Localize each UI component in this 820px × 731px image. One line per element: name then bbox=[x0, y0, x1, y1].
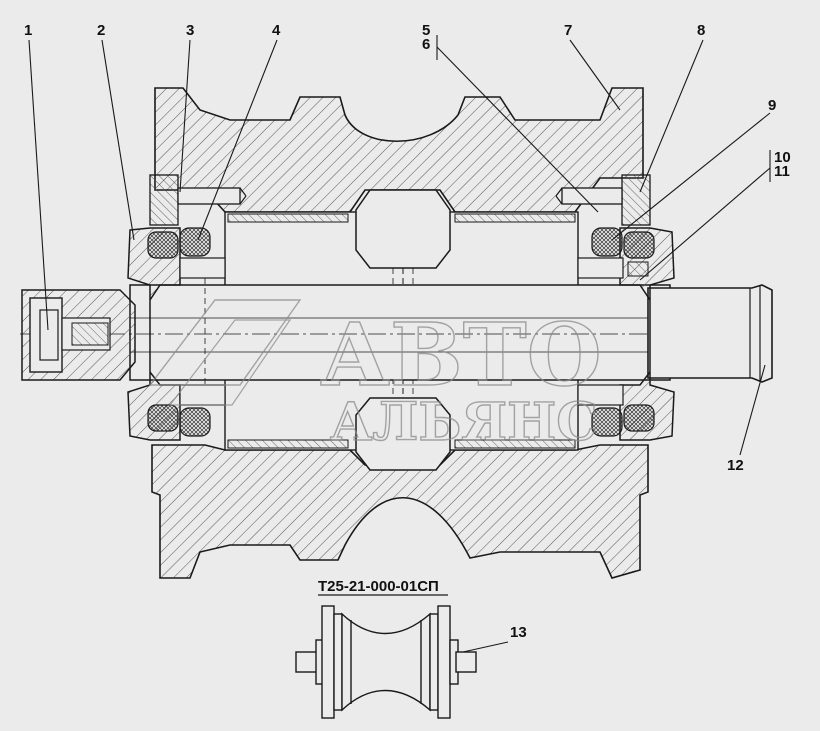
right-shaft-part-12 bbox=[647, 284, 773, 383]
seal-part-9-lower bbox=[591, 407, 623, 437]
callout-10: 10 bbox=[774, 149, 791, 166]
bolt-part-8 bbox=[561, 187, 623, 205]
roller-side-view bbox=[295, 605, 477, 719]
callout-11: 11 bbox=[774, 163, 790, 180]
bolt-part-3 bbox=[177, 187, 241, 205]
watermark: АВТО АЛЬЯНС bbox=[148, 299, 602, 454]
center-collar-upper bbox=[355, 189, 451, 269]
left-flange bbox=[149, 174, 179, 226]
seal-part-4-lower bbox=[179, 407, 211, 437]
axle-shaft bbox=[129, 284, 671, 381]
subassembly-caption: Т25-21-000-01СП bbox=[318, 578, 439, 595]
right-flange bbox=[621, 174, 651, 226]
callout-9: 9 bbox=[768, 97, 776, 114]
callout-2: 2 bbox=[97, 22, 105, 39]
center-collar-lower bbox=[355, 397, 451, 471]
callout-1: 1 bbox=[24, 22, 32, 39]
roller-body-lower bbox=[151, 444, 649, 579]
watermark-line-1: АВТО bbox=[320, 305, 602, 406]
callout-12: 12 bbox=[727, 457, 744, 474]
callout-7: 7 bbox=[564, 22, 572, 39]
callout-6: 6 bbox=[422, 36, 430, 53]
callout-5: 5 bbox=[422, 22, 430, 39]
seal-part-9-upper bbox=[591, 227, 623, 257]
watermark-line-2: АЛЬЯНС bbox=[330, 392, 598, 453]
callout-4: 4 bbox=[272, 22, 281, 39]
callout-3: 3 bbox=[186, 22, 194, 39]
roller-body-upper bbox=[154, 87, 644, 213]
leader-lines bbox=[28, 35, 771, 663]
callout-8: 8 bbox=[697, 22, 705, 39]
seal-part-4-upper bbox=[179, 227, 211, 257]
callout-13: 13 bbox=[510, 624, 527, 641]
